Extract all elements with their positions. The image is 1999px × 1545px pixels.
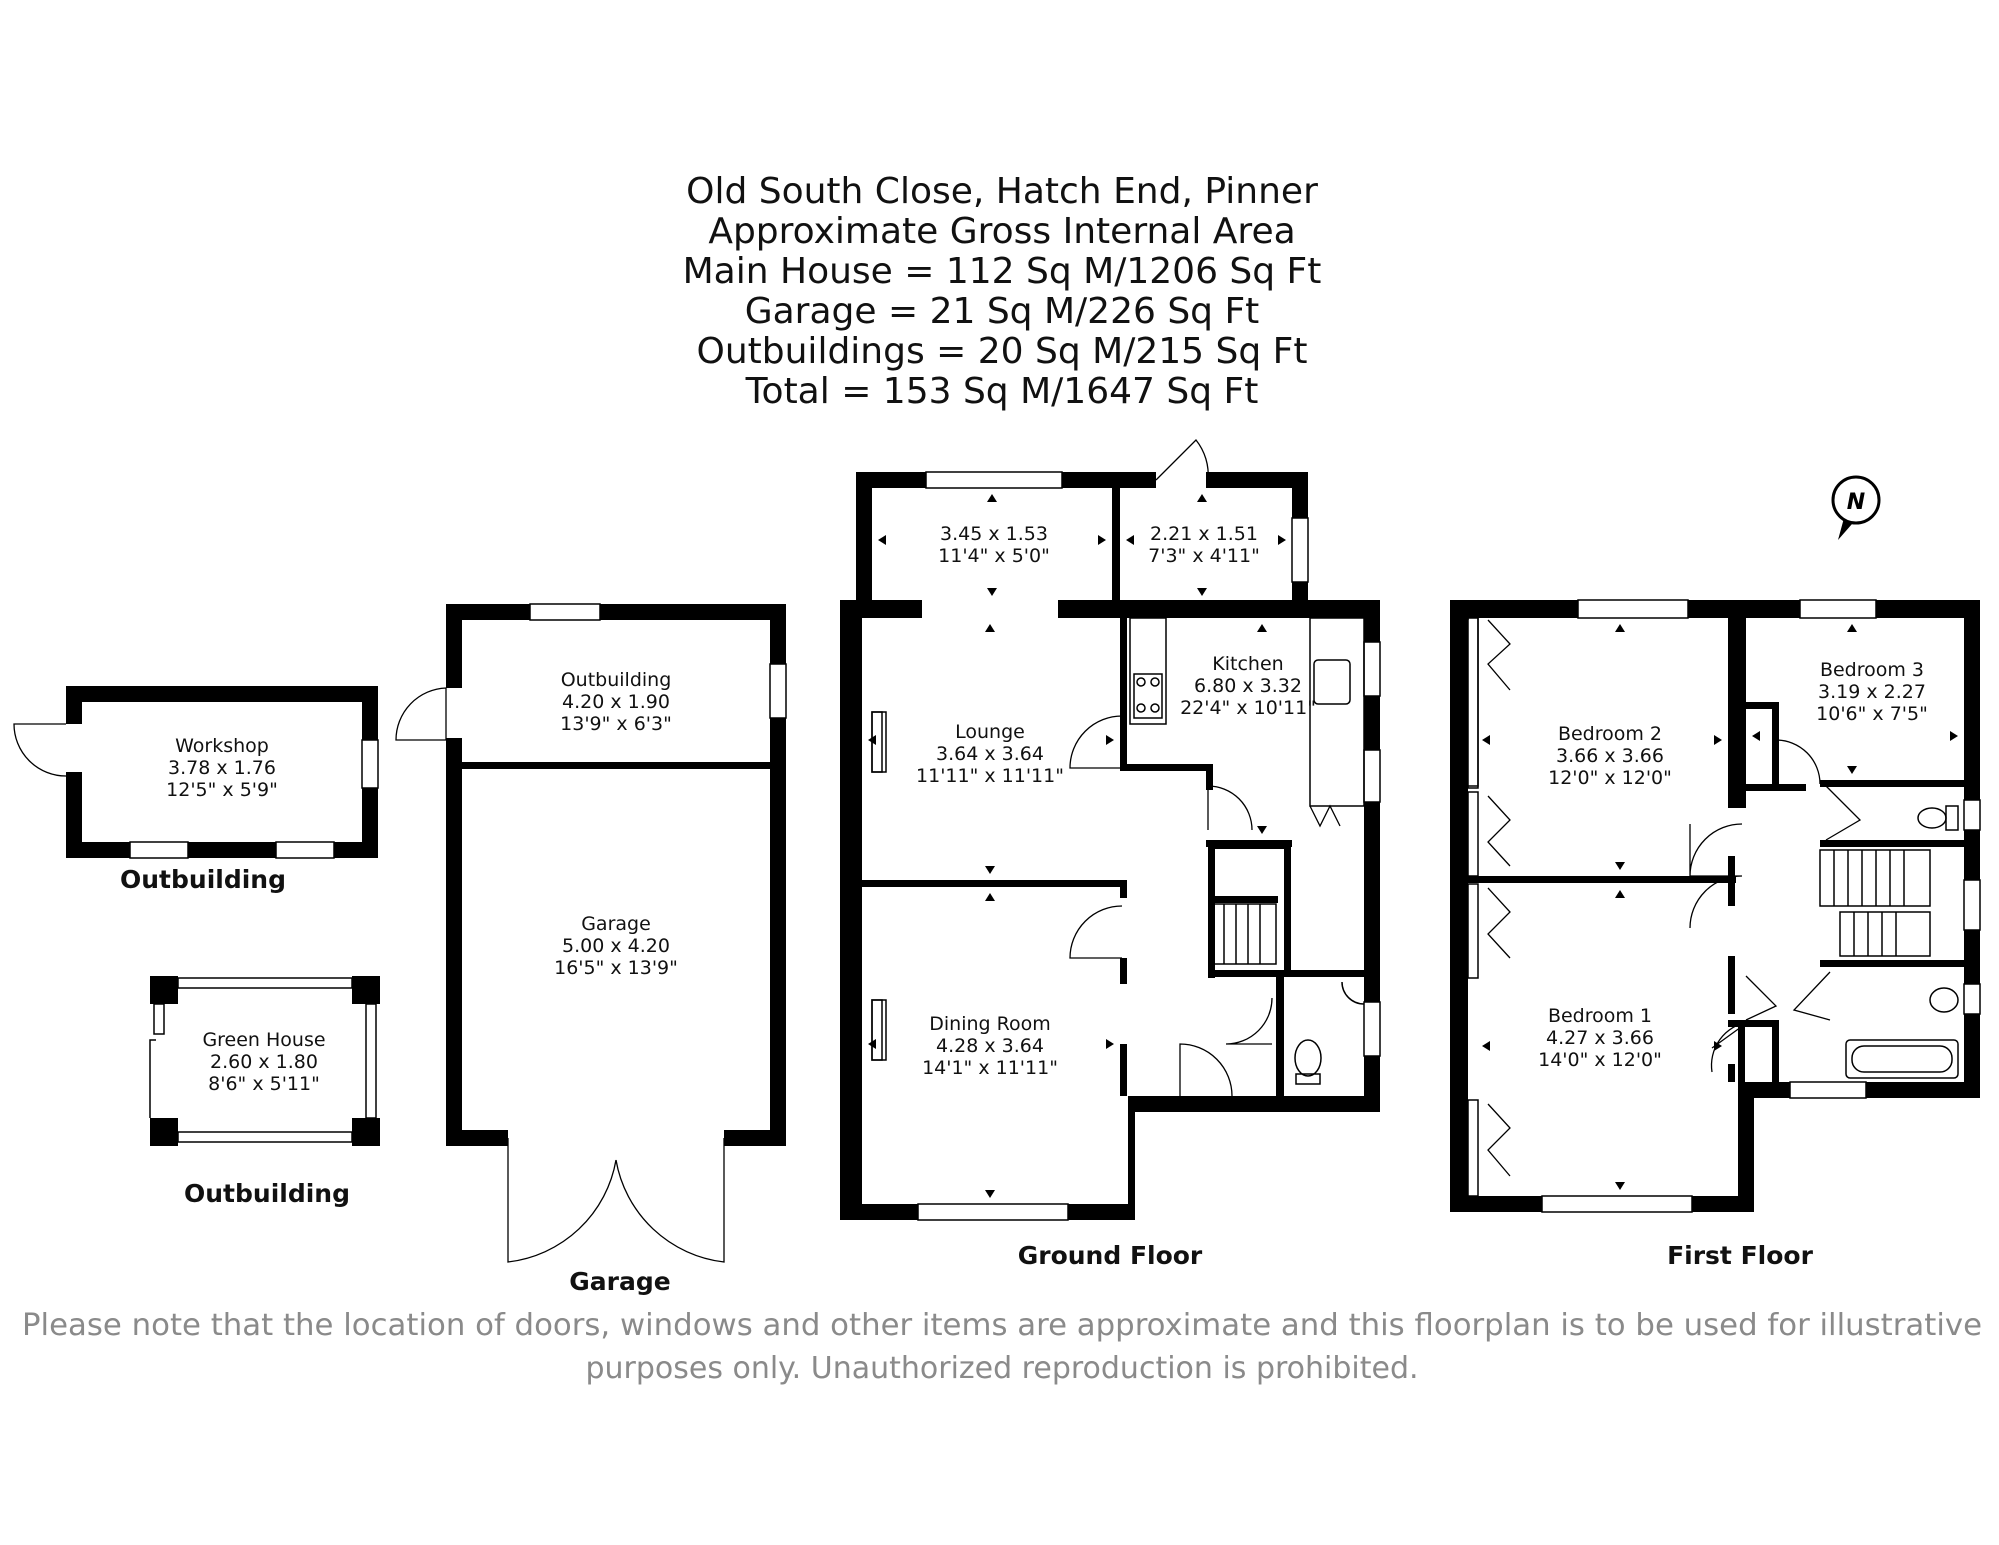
bedroom2-imperial: 12'0" x 12'0" (1548, 767, 1672, 789)
header-block: Old South Close, Hatch End, Pinner Appro… (683, 171, 1322, 412)
header-line-main-house: Main House = 112 Sq M/1206 Sq Ft (683, 251, 1322, 292)
workshop-imperial: 12'5" x 5'9" (166, 779, 278, 801)
bedroom1-metric: 4.27 x 3.66 (1546, 1027, 1654, 1049)
header-line-garage: Garage = 21 Sq M/226 Sq Ft (745, 291, 1260, 332)
ground-floor-caption: Ground Floor (1018, 1241, 1203, 1270)
ground-room-a-imperial: 11'4" x 5'0" (938, 545, 1050, 567)
outbuilding-room-name: Outbuilding (561, 669, 672, 691)
workshop-plan: Workshop 3.78 x 1.76 12'5" x 5'9" (13, 686, 379, 859)
bedroom1-name: Bedroom 1 (1548, 1005, 1652, 1027)
ground-floor-plan: 3.45 x 1.53 11'4" x 5'0" 2.21 x 1.51 7'3… (840, 439, 1381, 1221)
green-house-name: Green House (202, 1029, 325, 1051)
outbuilding-caption-2: Outbuilding (184, 1179, 350, 1208)
bedroom2-metric: 3.66 x 3.66 (1556, 745, 1664, 767)
kitchen-metric: 6.80 x 3.32 (1194, 675, 1302, 697)
ground-room-b-metric: 2.21 x 1.51 (1150, 523, 1258, 545)
first-floor-caption: First Floor (1667, 1241, 1814, 1270)
garage-room-name: Garage (581, 913, 651, 935)
outbuilding-caption-1: Outbuilding (120, 865, 286, 894)
dining-room-name: Dining Room (929, 1013, 1050, 1035)
lounge-name: Lounge (955, 721, 1025, 743)
header-line-total: Total = 153 Sq M/1647 Sq Ft (745, 371, 1259, 412)
header-line-address: Old South Close, Hatch End, Pinner (686, 171, 1318, 212)
compass-label: N (1847, 490, 1865, 515)
kitchen-name: Kitchen (1212, 653, 1283, 675)
green-house-metric: 2.60 x 1.80 (210, 1051, 318, 1073)
kitchen-imperial: 22'4" x 10'11" (1180, 697, 1316, 719)
bedroom1-imperial: 14'0" x 12'0" (1538, 1049, 1662, 1071)
first-floor-dimension-ticks (1482, 624, 1958, 1190)
bedroom3-imperial: 10'6" x 7'5" (1816, 703, 1928, 725)
ground-room-a-metric: 3.45 x 1.53 (940, 523, 1048, 545)
garage-caption: Garage (569, 1267, 670, 1296)
dining-room-imperial: 14'1" x 11'11" (922, 1057, 1058, 1079)
green-house-plan: Green House 2.60 x 1.80 8'6" x 5'11" (149, 976, 380, 1146)
disclaimer-line-2: purposes only. Unauthorized reproduction… (585, 1351, 1418, 1386)
header-line-gia: Approximate Gross Internal Area (708, 211, 1295, 252)
green-house-imperial: 8'6" x 5'11" (208, 1073, 320, 1095)
bedroom3-name: Bedroom 3 (1820, 659, 1924, 681)
disclaimer-line-1: Please note that the location of doors, … (22, 1308, 1982, 1343)
first-floor-plan: Bedroom 2 3.66 x 3.66 12'0" x 12'0" Bedr… (1450, 599, 1981, 1213)
bedroom3-metric: 3.19 x 2.27 (1818, 681, 1926, 703)
workshop-metric: 3.78 x 1.76 (168, 757, 276, 779)
lounge-imperial: 11'11" x 11'11" (916, 765, 1064, 787)
lounge-metric: 3.64 x 3.64 (936, 743, 1044, 765)
compass-north-icon: N (1831, 475, 1881, 540)
ground-room-b-imperial: 7'3" x 4'11" (1148, 545, 1260, 567)
garage-room-imperial: 16'5" x 13'9" (554, 957, 678, 979)
garage-plan: Outbuilding 4.20 x 1.90 13'9" x 6'3" Gar… (395, 603, 787, 1263)
workshop-name: Workshop (175, 735, 269, 757)
outbuilding-room-imperial: 13'9" x 6'3" (560, 713, 672, 735)
header-line-outbuildings: Outbuildings = 20 Sq M/215 Sq Ft (697, 331, 1308, 372)
outbuilding-room-metric: 4.20 x 1.90 (562, 691, 670, 713)
garage-room-metric: 5.00 x 4.20 (562, 935, 670, 957)
ground-floor-dimension-ticks (868, 494, 1286, 1198)
bedroom2-name: Bedroom 2 (1558, 723, 1662, 745)
dining-room-metric: 4.28 x 3.64 (936, 1035, 1044, 1057)
